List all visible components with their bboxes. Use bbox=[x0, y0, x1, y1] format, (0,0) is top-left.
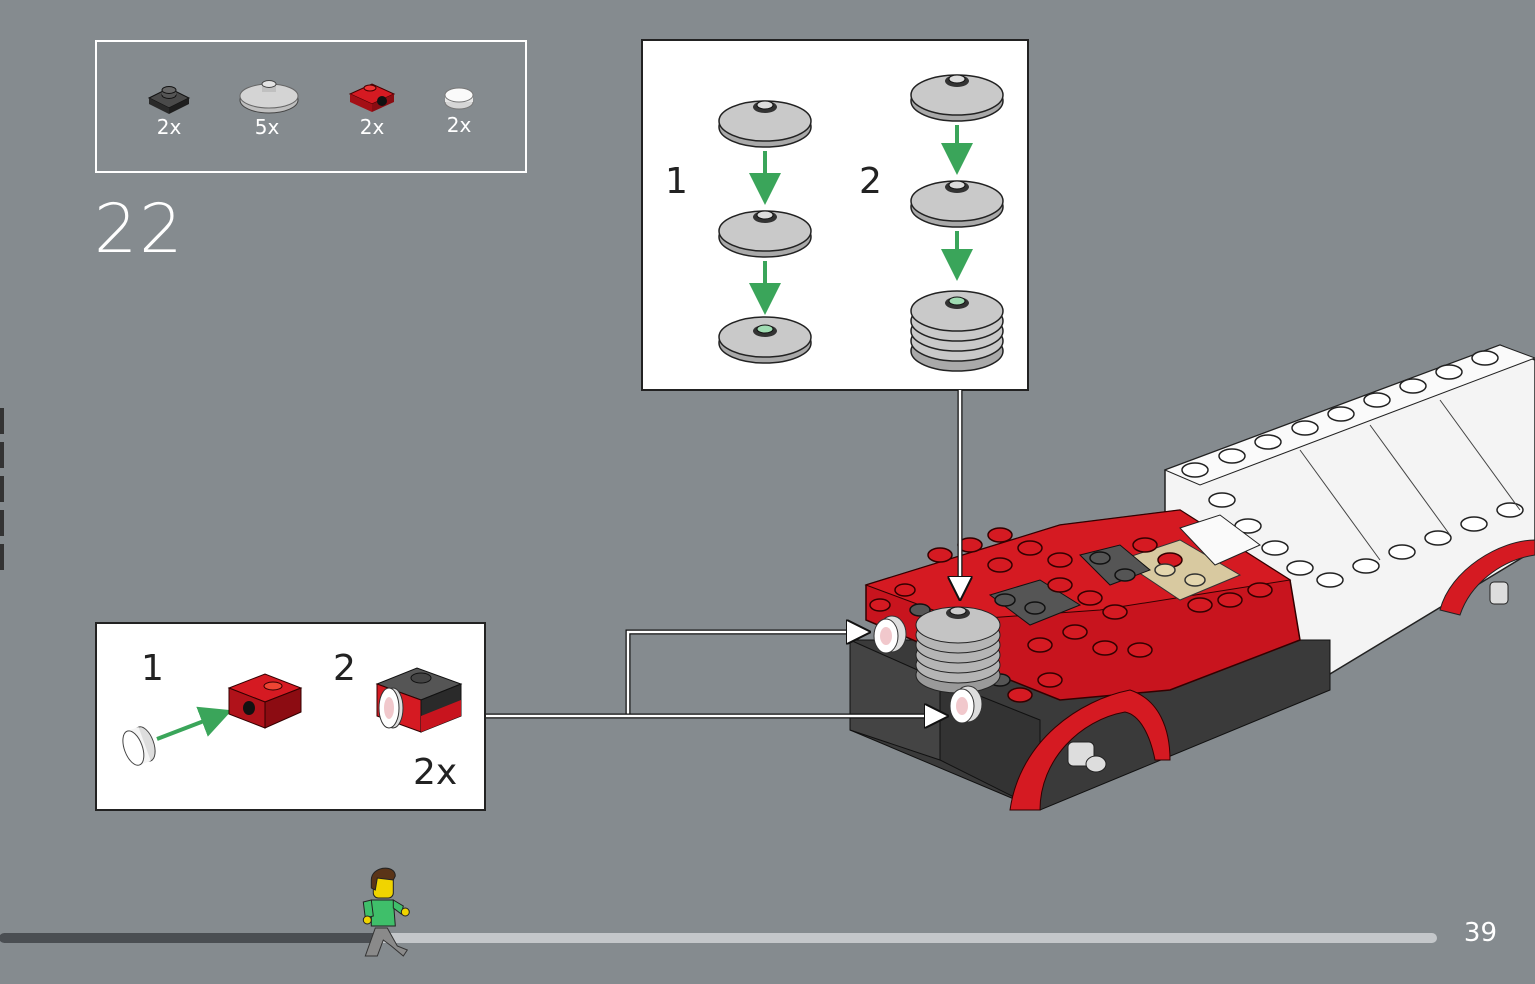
page-number: 39 bbox=[1463, 918, 1497, 948]
quantity-multiplier: 2x bbox=[413, 752, 458, 793]
sub-step-label: 1 bbox=[665, 161, 688, 202]
page-edge-marks bbox=[0, 408, 4, 578]
part-quantity: 2x bbox=[156, 115, 182, 139]
dark-gray-plate-1x1-icon bbox=[147, 86, 191, 114]
sub-step-label: 1 bbox=[141, 648, 164, 689]
part-quantity: 2x bbox=[359, 115, 385, 139]
sub-step-label: 2 bbox=[859, 161, 882, 202]
part-quantity: 5x bbox=[254, 115, 280, 139]
headlight-assembly-diagram bbox=[122, 667, 463, 766]
gray-round-dish-icon bbox=[239, 80, 299, 114]
part-quantity: 2x bbox=[446, 113, 472, 137]
parts-list-item: 2x bbox=[429, 82, 489, 136]
parts-list-item: 2x bbox=[342, 76, 402, 138]
white-round-tile-icon bbox=[444, 87, 474, 110]
callout-connector-lines bbox=[486, 390, 960, 716]
sub-assembly-callout-top: 1 2 bbox=[641, 39, 1029, 391]
step-number: 22 bbox=[94, 190, 185, 269]
red-bracket-icon bbox=[348, 83, 396, 112]
sub-assembly-callout-bottom: 1 2 2x bbox=[95, 622, 486, 811]
sub-step-label: 2 bbox=[333, 648, 356, 689]
parts-list-item: 5x bbox=[237, 76, 299, 139]
parts-list-item: 2x bbox=[139, 80, 199, 138]
parts-list-box: 2x 5x 2x 2x bbox=[95, 40, 527, 173]
dish-stacking-diagram bbox=[718, 74, 1004, 372]
